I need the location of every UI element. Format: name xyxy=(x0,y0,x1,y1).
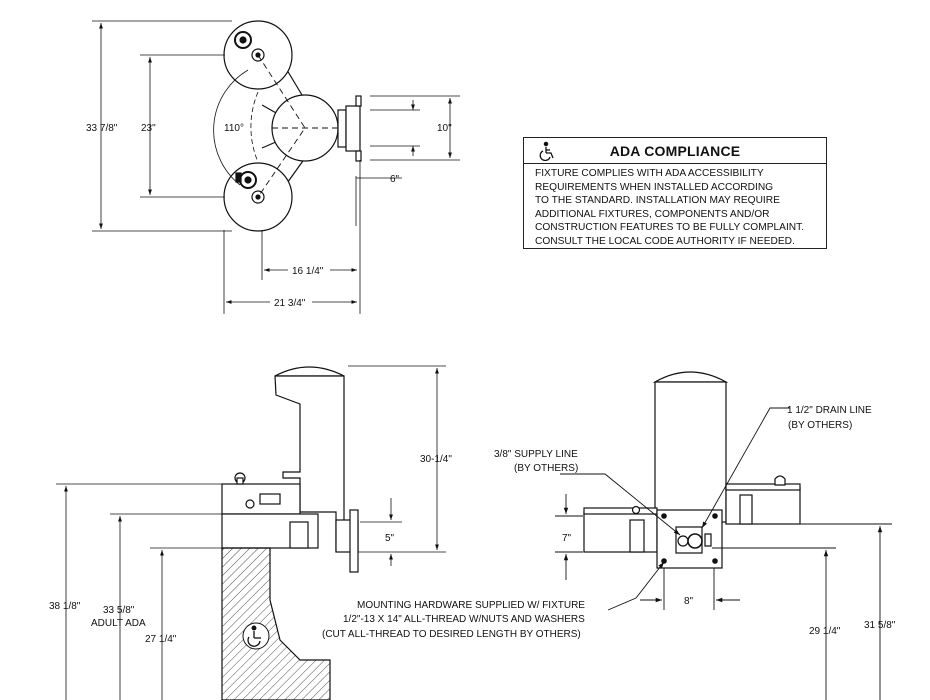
drain-icon xyxy=(251,48,265,62)
dim-overall-width: 33 7/8" xyxy=(86,123,118,134)
dim-basin-spacing: 23" xyxy=(141,123,156,134)
dim-5: 5" xyxy=(385,533,395,544)
callout-supply-by-others: (BY OTHERS) xyxy=(514,463,578,474)
dim-plate-6: 6" xyxy=(390,174,400,185)
ada-line: TO THE STANDARD. INSTALLATION MAY REQUIR… xyxy=(535,195,780,207)
dim-31: 31 5/8" xyxy=(864,620,896,631)
ada-header: ADA COMPLIANCE xyxy=(524,138,826,164)
plan-mount-plate xyxy=(337,109,347,148)
callout-mounting-2: 1/2"-13 X 14" ALL-THREAD W/NUTS AND WASH… xyxy=(343,614,585,625)
front-elevation xyxy=(221,366,359,700)
dim-angle: 110° xyxy=(224,123,244,134)
callout-mounting-1: MOUNTING HARDWARE SUPPLIED W/ FIXTURE xyxy=(357,600,585,611)
wheelchair-icon xyxy=(247,625,261,647)
ada-text: FIXTURE COMPLIES WITH ADA ACCESSIBILITY … xyxy=(535,167,820,249)
dim-column-30: 30-1/4" xyxy=(420,454,452,465)
ada-line: REQUIREMENTS WHEN INSTALLED ACCORDING xyxy=(535,181,774,193)
dim-33: 33 5/8" xyxy=(103,605,135,616)
label-adult-ada: ADULT ADA xyxy=(91,618,146,629)
callout-mounting-3: (CUT ALL-THREAD TO DESIRED LENGTH BY OTH… xyxy=(322,629,581,640)
drain-icon xyxy=(251,190,265,204)
callout-drain-line: 1 1/2" DRAIN LINE xyxy=(787,405,872,416)
ada-line: ADDITIONAL FIXTURES, COMPONENTS AND/OR xyxy=(535,208,770,220)
dim-depth-16: 16 1/4" xyxy=(292,266,324,277)
elevation-dimensions xyxy=(56,365,446,700)
side-elevation xyxy=(583,371,801,569)
ada-title: ADA COMPLIANCE xyxy=(609,143,741,159)
wheelchair-icon xyxy=(539,141,554,161)
dim-38: 38 1/8" xyxy=(49,601,81,612)
plan-dimensions xyxy=(92,20,460,314)
dim-7: 7" xyxy=(562,533,572,544)
dim-29: 29 1/4" xyxy=(809,626,841,637)
ada-compliance-box: ADA COMPLIANCE FIXTURE COMPLIES WITH ADA… xyxy=(523,137,827,249)
dim-8: 8" xyxy=(684,596,694,607)
plan-view xyxy=(213,20,362,232)
callout-supply-line: 3/8" SUPPLY LINE xyxy=(494,449,578,460)
callout-drain-by-others: (BY OTHERS) xyxy=(788,420,852,431)
dim-27: 27 1/4" xyxy=(145,634,177,645)
dim-plate-10: 10" xyxy=(437,123,452,134)
ada-line: CONSTRUCTION FEATURES TO BE FULLY COMPLA… xyxy=(535,222,805,234)
bubbler-icon xyxy=(234,31,252,49)
ada-line: CONSULT THE LOCAL CODE AUTHORITY IF NEED… xyxy=(535,235,795,247)
dim-depth-21: 21 3/4" xyxy=(274,298,306,309)
leader-lines xyxy=(555,407,892,700)
ada-line: FIXTURE COMPLIES WITH ADA ACCESSIBILITY xyxy=(535,168,764,179)
